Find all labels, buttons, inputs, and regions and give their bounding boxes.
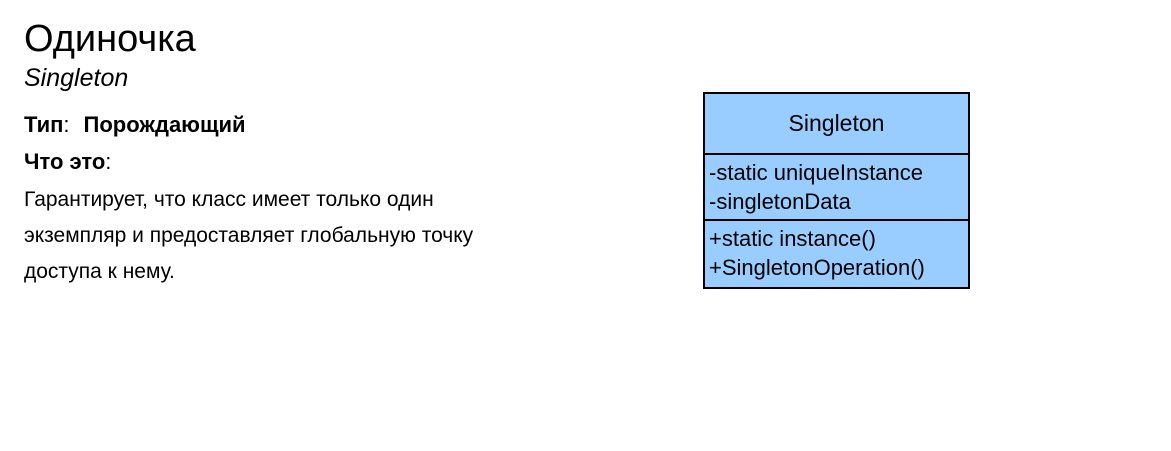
uml-attributes-compartment: -static uniqueInstance -singletonData (705, 155, 968, 221)
what-colon: : (105, 149, 112, 174)
pattern-description: Гарантирует, что класс имеет только один… (24, 188, 474, 283)
uml-operation: +static instance() (709, 226, 876, 251)
type-value: Порождающий (83, 112, 246, 137)
uml-operations-compartment: +static instance() +SingletonOperation() (705, 221, 968, 287)
what-line: Что это: (24, 148, 111, 176)
pattern-title: Одиночка (24, 18, 196, 60)
what-label: Что это (24, 149, 106, 174)
type-label: Тип (24, 112, 64, 137)
uml-class-name: Singleton (705, 94, 968, 155)
pattern-subtitle: Singleton (24, 64, 129, 92)
type-colon: : (63, 112, 70, 137)
uml-operation: +SingletonOperation() (709, 255, 925, 280)
type-line: Тип: Порождающий (24, 111, 246, 139)
uml-attribute: -singletonData (709, 189, 851, 214)
uml-class-box: Singleton -static uniqueInstance -single… (703, 92, 970, 289)
uml-attribute: -static uniqueInstance (709, 160, 924, 185)
